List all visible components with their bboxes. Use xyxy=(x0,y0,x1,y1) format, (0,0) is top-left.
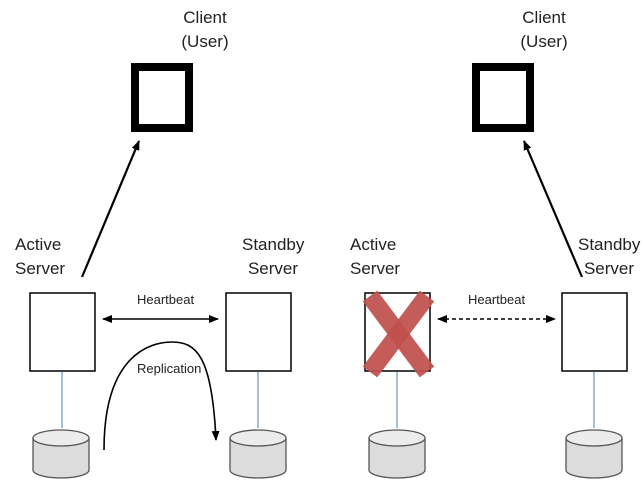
left-client-label-line2: (User) xyxy=(181,32,229,51)
left-client-link-arrow xyxy=(80,140,141,278)
left-active-server-label: Active Server xyxy=(15,233,65,281)
left-active-database-icon xyxy=(32,429,90,479)
right-standby-database-icon xyxy=(565,429,623,479)
right-client-label-line2: (User) xyxy=(520,32,568,51)
left-heartbeat-label: Heartbeat xyxy=(137,292,195,307)
right-client-link-arrow xyxy=(522,140,584,278)
failure-x-icon xyxy=(362,290,435,378)
left-standby-server-label-line2: Server xyxy=(247,259,299,278)
left-active-server-label-line1: Active xyxy=(15,235,62,254)
right-standby-server-box xyxy=(561,292,628,372)
right-active-server-label: Active Server xyxy=(350,233,400,281)
right-active-server-label-line1: Active xyxy=(350,235,397,254)
right-client-label: Client (User) xyxy=(514,6,574,54)
left-client-label: Client (User) xyxy=(175,6,235,54)
right-active-server-label-line2: Server xyxy=(350,259,401,278)
right-standby-server-label-line2: Server xyxy=(583,259,635,278)
right-client-label-line1: Client xyxy=(522,8,566,27)
left-standby-server-label-line1: Standby xyxy=(242,235,305,254)
left-replication-arrow xyxy=(103,341,220,451)
left-replication-label: Replication xyxy=(137,361,202,376)
right-standby-server-label: Standby Server xyxy=(578,233,640,281)
right-standby-server-label-line1: Standby xyxy=(578,235,641,254)
right-active-database-icon xyxy=(368,429,426,479)
right-heartbeat-label: Heartbeat xyxy=(468,292,526,307)
left-standby-server-box xyxy=(225,292,292,372)
left-client-icon xyxy=(131,63,193,132)
left-active-server-label-line2: Server xyxy=(15,259,66,278)
left-standby-server-label: Standby Server xyxy=(242,233,304,281)
left-client-label-line1: Client xyxy=(183,8,227,27)
left-standby-database-icon xyxy=(229,429,287,479)
right-client-icon xyxy=(472,63,534,132)
left-active-server-box xyxy=(29,292,96,372)
